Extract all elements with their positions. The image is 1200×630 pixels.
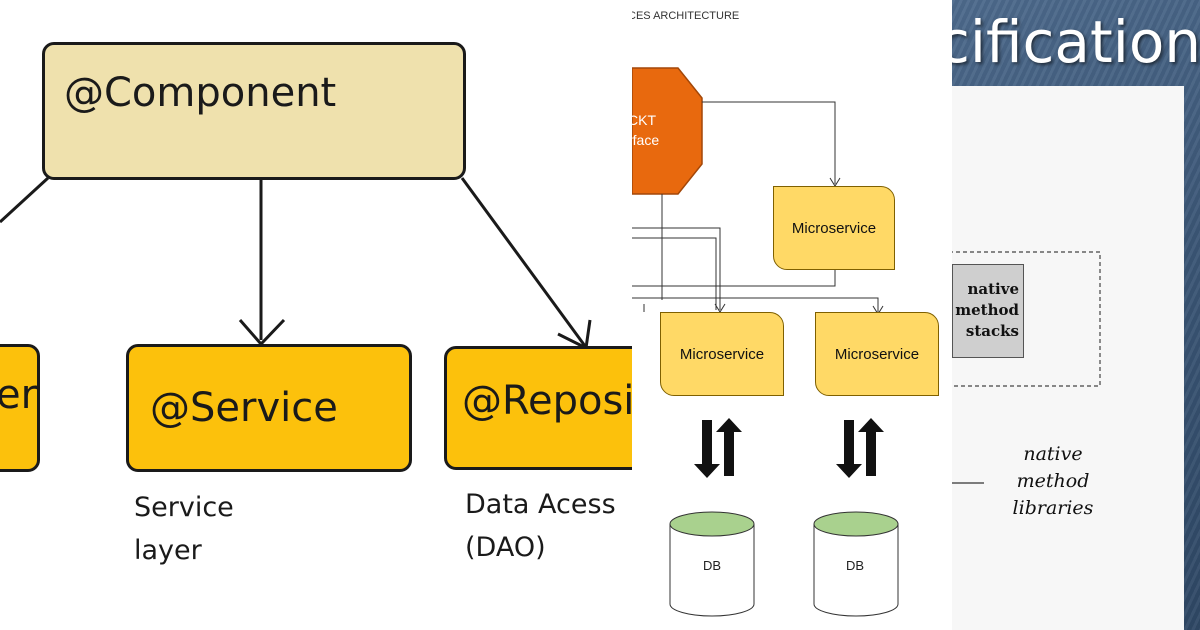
service-caption-line2: layer (134, 535, 202, 566)
microservices-diagram: CES ARCHITECTURE CKT rface Microservice … (632, 0, 952, 630)
slide-title: cification (952, 8, 1200, 76)
connector-bus-1 (632, 227, 721, 310)
db-left-label: DB (703, 558, 722, 573)
db-cylinder-left (669, 511, 755, 617)
jvm-card-lines (952, 251, 1101, 484)
connector-bus-right (632, 297, 879, 312)
architecture-title: CES ARCHITECTURE (632, 10, 740, 22)
microservice-right: Microservice (815, 312, 939, 396)
component-box (42, 42, 466, 180)
service-label: @Service (150, 385, 338, 431)
microservice-left: Microservice (660, 312, 784, 396)
arrowhead-repository (557, 319, 592, 351)
service-caption: Service layer (134, 486, 234, 572)
ui-label-line1: CKT (632, 112, 656, 128)
spring-stereotypes-diagram: @Component er @Service @Reposi Service l… (0, 42, 632, 572)
repository-label: @Reposi (462, 378, 632, 424)
sync-arrows-right (836, 418, 884, 478)
native-libs-line1: native (1023, 443, 1083, 465)
component-label: @Component (64, 70, 337, 116)
db-right-label: DB (846, 558, 865, 573)
ui-interface-shape (632, 67, 703, 195)
repository-caption-line2: (DAO) (465, 532, 546, 563)
microservices-drawing (632, 67, 899, 617)
native-libs-line2: method (1016, 470, 1090, 492)
jvm-specification-slide: cification native method stacks native m… (952, 0, 1200, 630)
service-caption-line1: Service (134, 492, 234, 523)
sync-arrows-left (694, 418, 742, 478)
controller-box (0, 344, 40, 472)
ui-label-line2: rface (632, 132, 660, 148)
native-method-libraries-label: native method libraries (998, 441, 1108, 522)
controller-label: er (0, 372, 38, 418)
microservice-top: Microservice (773, 186, 895, 270)
connector-bus-2 (632, 237, 717, 310)
native-stacks-line3: stacks (965, 322, 1019, 340)
repository-caption-line1: Data Acess (465, 489, 616, 520)
runtime-area-dashed-box (952, 251, 1101, 387)
connector-ui-to-top (702, 101, 836, 184)
native-stacks-line2: method (955, 301, 1019, 319)
repository-box (444, 346, 632, 470)
connector-to-repository (460, 177, 587, 347)
service-box (126, 344, 412, 472)
connector-to-controller (0, 176, 50, 224)
slide-content-card: native method stacks native method libra… (952, 86, 1184, 630)
native-libs-line3: libraries (1012, 497, 1094, 519)
native-method-stacks-box: native method stacks (952, 264, 1024, 358)
native-stacks-line1: native (967, 280, 1019, 298)
db-cylinder-right (813, 511, 899, 617)
repository-caption: Data Acess (DAO) (465, 483, 616, 569)
ui-interface-label: CKT rface (632, 110, 659, 150)
connector-top-to-bus (632, 270, 836, 287)
